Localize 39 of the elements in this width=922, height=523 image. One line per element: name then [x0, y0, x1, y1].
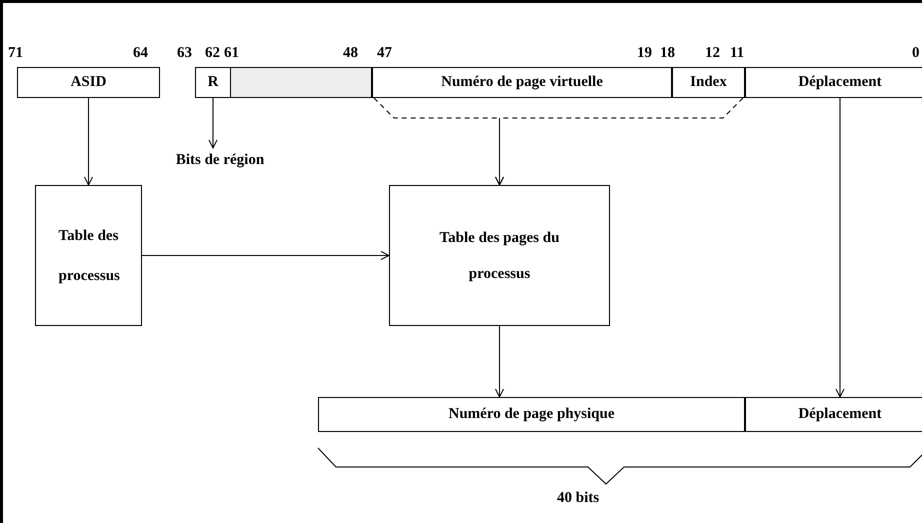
arrow	[836, 98, 844, 398]
bit-number: 61	[224, 45, 239, 62]
arrow	[208, 98, 218, 148]
field-name: R	[208, 74, 218, 91]
table-box	[389, 185, 610, 326]
bit-number: 71	[8, 45, 23, 62]
field-name: Déplacement	[798, 406, 882, 423]
arrow	[84, 98, 93, 186]
arrow	[495, 98, 744, 186]
field-box	[318, 397, 745, 432]
arrow	[142, 251, 390, 260]
field-box	[17, 67, 160, 98]
width-label: 40 bits	[557, 490, 600, 507]
field-name: Numéro de page physique	[448, 406, 614, 423]
bit-number: 48	[343, 45, 358, 62]
bit-number: 19	[637, 45, 652, 62]
field-box	[195, 67, 231, 98]
field-box	[745, 67, 922, 98]
bit-number: 62	[205, 45, 220, 62]
bit-number: 64	[133, 45, 148, 62]
table-title: Table des pages du processus	[438, 228, 560, 284]
bit-number: 11	[730, 45, 744, 62]
arrow	[495, 326, 504, 398]
field-name: Déplacement	[798, 74, 882, 91]
field-name: ASID	[70, 74, 106, 91]
bit-number: 0	[912, 45, 920, 62]
field-name: Index	[690, 74, 727, 91]
field-box	[372, 67, 672, 98]
table-box	[35, 185, 142, 326]
field-name: Numéro de page virtuelle	[441, 74, 603, 91]
bit-number: 18	[660, 45, 675, 62]
bit-number: 63	[177, 45, 192, 62]
field-box	[745, 397, 922, 432]
bit-number: 12	[705, 45, 720, 62]
reserved-bar	[230, 67, 372, 98]
field-box	[672, 67, 745, 98]
bit-number: 47	[377, 45, 392, 62]
annotation-label: Bits de région	[176, 152, 264, 168]
table-title: Table des processus	[58, 226, 118, 286]
